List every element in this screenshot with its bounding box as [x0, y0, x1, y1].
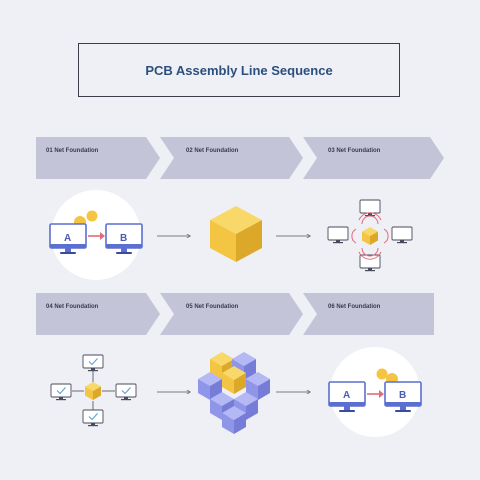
- stage-banner-6: 06 Net Foundation: [303, 293, 434, 335]
- monitor-b2-letter: B: [399, 390, 406, 401]
- stage-banner-3: 03 Net Foundation: [303, 137, 444, 179]
- monitor-right-icon: [391, 226, 413, 244]
- stage-label-6: 06 Net Foundation: [328, 304, 381, 310]
- check-monitor-left-icon: [50, 383, 72, 401]
- cube-icon: [210, 206, 262, 262]
- hub-cube-icon: [362, 227, 378, 245]
- stage-banner-2: 02 Net Foundation: [160, 137, 303, 179]
- monitor-left-icon: [327, 226, 349, 244]
- stage-banner-4: 04 Net Foundation: [36, 293, 160, 335]
- stage-label-1: 01 Net Foundation: [46, 148, 99, 154]
- stage-label-3: 03 Net Foundation: [328, 148, 381, 154]
- check-monitor-bottom-icon: [82, 409, 104, 427]
- stage-banner-1: 01 Net Foundation: [36, 137, 160, 179]
- cube-cluster-icon: [198, 352, 270, 434]
- stage-label-4: 04 Net Foundation: [46, 304, 99, 310]
- page-title: PCB Assembly Line Sequence: [145, 62, 333, 78]
- monitor-b-letter: B: [120, 233, 127, 244]
- check-hub-cube-icon: [85, 382, 101, 400]
- network-hub-icon: [327, 199, 413, 272]
- monitor-a2-letter: A: [343, 390, 350, 401]
- check-monitor-right-icon: [115, 383, 137, 401]
- stage-label-2: 02 Net Foundation: [186, 148, 239, 154]
- monitor-transfer-icon-2: A B: [328, 347, 422, 437]
- check-hub-icon: [50, 354, 137, 427]
- title-box: PCB Assembly Line Sequence: [78, 43, 400, 97]
- stage-label-5: 05 Net Foundation: [186, 304, 239, 310]
- monitor-a-letter: A: [64, 233, 71, 244]
- monitor-top-icon: [359, 199, 381, 217]
- monitor-transfer-icon: A B: [49, 190, 143, 280]
- stage-banner-5: 05 Net Foundation: [160, 293, 303, 335]
- check-monitor-top-icon: [82, 354, 104, 372]
